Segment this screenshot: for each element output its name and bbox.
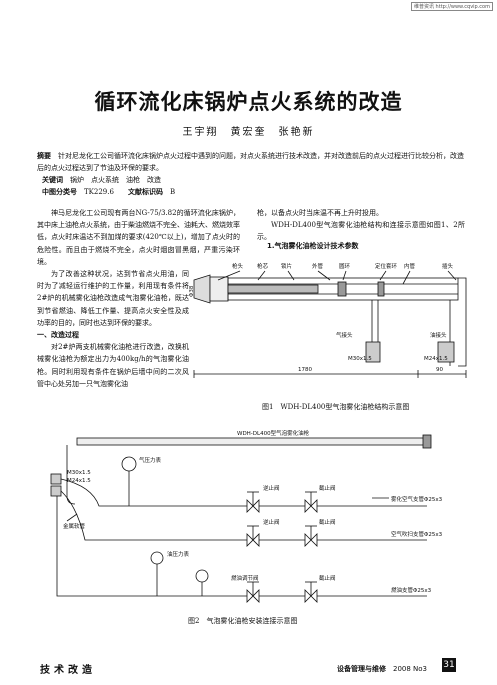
fig1-label: 外管 bbox=[312, 262, 324, 270]
doc-value: B bbox=[169, 188, 176, 196]
authors: 王宇翔 黄宏奎 张艳新 bbox=[182, 127, 315, 138]
fig1-m24: M24x1.5 bbox=[424, 356, 448, 362]
fig2-m30: M30x1.5 bbox=[67, 470, 91, 476]
fig2-check2: 逆止阀 bbox=[263, 518, 280, 526]
classification: 中图分类号 TK229.6 文献标识码 B bbox=[42, 187, 175, 197]
figure-1-diagram: 枪头 枪芯 锁片 外管 圆环 定位套环 内管 插头 Φ38 气接头 油接头 M3… bbox=[189, 262, 467, 378]
figure-1-caption: 图1 WDH-DL400型气泡雾化油枪结构示意图 bbox=[262, 403, 410, 411]
fig1-dim-90: 90 bbox=[436, 367, 443, 373]
fig2-pipe1: 雾化空气支管Φ25x3 bbox=[391, 495, 443, 503]
fig2-pipe2: 空气吹扫支管Φ25x3 bbox=[391, 530, 443, 538]
article-title: 循环流化床锅炉点火系统的改造 bbox=[94, 90, 403, 114]
fig1-label: 定位套环 bbox=[375, 262, 398, 270]
fig1-label: 插头 bbox=[442, 262, 454, 270]
paragraph: 为了改善这种状况，达到节省点火用油，同时为了减轻运行维护的工作量，利用现有条件将… bbox=[37, 270, 189, 327]
fig2-gauge1: 气压力表 bbox=[139, 456, 162, 464]
fig2-hose: 金属软管 bbox=[63, 522, 86, 530]
fig1-label: 锁片 bbox=[281, 262, 292, 270]
paragraph: 神马尼龙化工公司现有两台NG-75/3.82的循环流化床锅炉，其中床上油枪点火系… bbox=[37, 209, 240, 266]
fig1-label: 内管 bbox=[404, 262, 416, 270]
subsection-heading: 1.气泡雾化油枪设计技术参数 bbox=[267, 242, 359, 250]
fig1-label: 枪芯 bbox=[257, 262, 269, 270]
fig2-regulator: 燃油调节阀 bbox=[231, 574, 259, 582]
abstract-text: 针对尼龙化工公司循环流化床锅炉点火过程中遇到的问题，对点火系统进行技术改造，并对… bbox=[37, 152, 464, 172]
left-column-mid: 为了改善这种状况，达到节省点火用油，同时为了减轻运行维护的工作量，利用现有条件将… bbox=[37, 268, 189, 390]
figure-2-diagram: WDH-DL400型气泡雾化油枪 气压力表 M30x1.5 M24x1.5 金属… bbox=[50, 429, 443, 603]
class-label: 中图分类号 bbox=[42, 188, 77, 196]
class-value: TK229.6 bbox=[84, 188, 114, 196]
abstract: 摘要 针对尼龙化工公司循环流化床锅炉点火过程中遇到的问题，对点火系统进行技术改造… bbox=[37, 150, 467, 174]
section-heading: 一、改造过程 bbox=[37, 331, 79, 340]
fig1-gas-head: 气接头 bbox=[336, 331, 353, 339]
fig1-diameter: Φ38 bbox=[189, 285, 195, 297]
footer-issue: 2008 No3 bbox=[393, 665, 428, 673]
fig1-label: 圆环 bbox=[339, 263, 351, 270]
keywords-label: 关键词 bbox=[42, 176, 63, 184]
right-column-top: 枪，以备点火时当床温不再上升时投用。 WDH-DL400型气泡雾化油枪结构和连接… bbox=[257, 207, 465, 244]
doc-label: 文献标识码 bbox=[127, 188, 163, 196]
fig1-oil-head: 油接头 bbox=[430, 331, 447, 339]
fig1-dim-main: 1780 bbox=[298, 367, 312, 373]
paragraph: 对2#炉两支机械雾化油枪进行改造，改换机械雾化油枪为额定出力为400kg/h的气… bbox=[37, 343, 189, 388]
paragraph: 枪，以备点火时当床温不再上升时投用。 bbox=[257, 209, 383, 217]
figure-2-caption: 图2 气泡雾化油枪安装连接示意图 bbox=[188, 617, 298, 625]
fig2-gun-label: WDH-DL400型气泡雾化油枪 bbox=[237, 429, 310, 437]
fig2-stop1: 截止阀 bbox=[319, 484, 336, 492]
abstract-label: 摘要 bbox=[37, 152, 51, 160]
keywords: 关键词 锅炉 点火系统 油枪 改造 bbox=[42, 175, 161, 185]
fig2-m24: M24x1.5 bbox=[67, 478, 91, 484]
footer-journal: 设备管理与维修 bbox=[337, 665, 386, 673]
fig1-m30: M30x1.5 bbox=[348, 356, 372, 362]
fig1-label: 枪头 bbox=[232, 262, 244, 270]
fig2-stop3: 截止阀 bbox=[319, 574, 336, 582]
fig2-stop2: 截止阀 bbox=[319, 518, 336, 526]
footer-section: 技术改造 bbox=[40, 665, 96, 676]
keywords-text: 锅炉 点火系统 油枪 改造 bbox=[70, 176, 161, 184]
watermark: 维普资讯 http://www.cqvip.com bbox=[410, 2, 493, 11]
page-number: 31 bbox=[442, 658, 456, 672]
paragraph: WDH-DL400型气泡雾化油枪结构和连接示意图如图1、2所示。 bbox=[257, 221, 465, 242]
fig2-check1: 逆止阀 bbox=[263, 484, 280, 492]
footer-journal-info: 设备管理与维修 2008 No3 bbox=[337, 664, 427, 674]
fig2-gauge2: 油压力表 bbox=[167, 550, 190, 558]
fig2-pipe3: 燃油支管Φ25x3 bbox=[391, 586, 432, 594]
left-column-top: 神马尼龙化工公司现有两台NG-75/3.82的循环流化床锅炉，其中床上油枪点火系… bbox=[37, 207, 240, 268]
